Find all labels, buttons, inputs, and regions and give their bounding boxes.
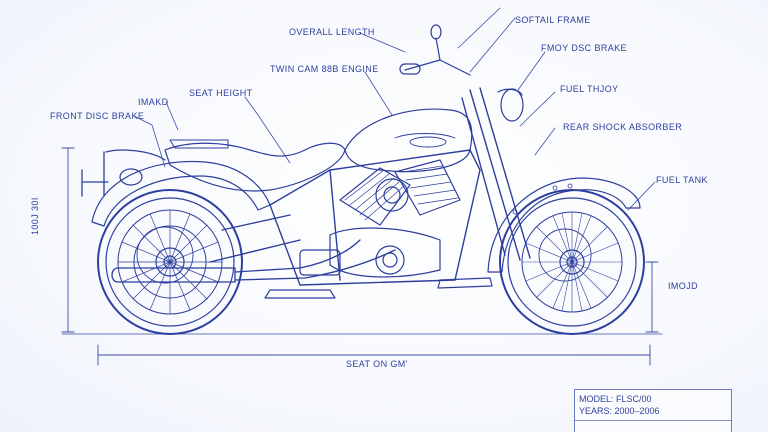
label-fuel-top: FUEL THJOY (560, 84, 619, 94)
headlight (500, 88, 524, 122)
label-rear-shock: REAR SHOCK ABSORBER (563, 122, 683, 132)
label-front-disc-brake-left: FRONT DISC BRAKE (50, 111, 145, 121)
engine (299, 159, 461, 278)
front-wheel (499, 189, 645, 335)
exhaust (111, 239, 396, 283)
label-front-disc-brake-right: FMOY DSC BRAKE (541, 43, 627, 53)
title-block-divider (575, 420, 731, 421)
label-overall-length: OVERALL LENGTH (289, 27, 375, 37)
label-seat-height: SEAT HEIGHT (189, 88, 253, 98)
front-fender (487, 177, 641, 273)
label-engine: TWIN CAM 88B ENGINE (270, 64, 379, 74)
title-block-years: YEARS: 2000–2006 (579, 406, 660, 416)
frame (209, 149, 481, 286)
label-imakd: IMAKD (138, 97, 169, 107)
title-block-model: MODEL: FLSC/00 (579, 394, 652, 404)
label-left-dimension: 100J 30I (30, 197, 40, 235)
label-fuel-tank: FUEL TANK (656, 175, 708, 185)
label-bottom-dimension: SEAT ON GM' (346, 359, 408, 369)
front-fork (461, 87, 531, 261)
handlebar (399, 24, 471, 76)
label-right-dimension: IMOJD (668, 281, 698, 291)
fuel-tank (344, 108, 473, 173)
rear-wheel (97, 189, 243, 335)
leader-lines (133, 7, 656, 211)
title-block: MODEL: FLSC/00 YEARS: 2000–2006 (574, 389, 732, 432)
seat (164, 142, 346, 192)
label-softail-frame: SOFTAIL FRAME (515, 15, 591, 25)
